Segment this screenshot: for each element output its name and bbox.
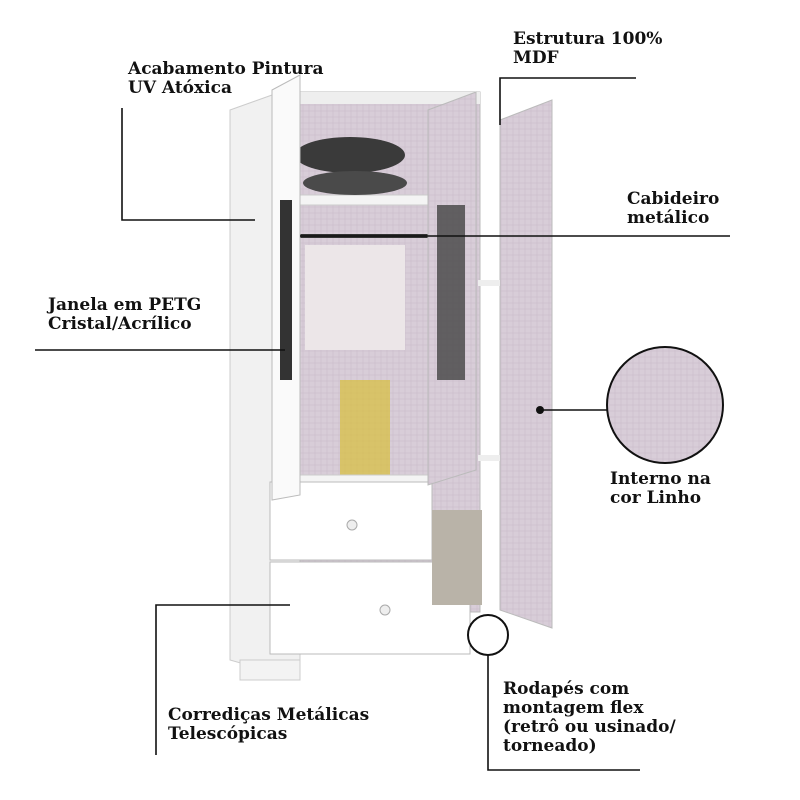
structure-label-line1: Estrutura 100% bbox=[513, 29, 663, 49]
interior-label-line2: cor Linho bbox=[610, 488, 702, 508]
baseboard-label: Rodapés com montagem flex (retrô ou usin… bbox=[503, 680, 676, 756]
window-label-line2: Cristal/Acrílico bbox=[48, 314, 192, 334]
hanger-label-line2: metálico bbox=[627, 208, 710, 228]
baseboard-label-line4: torneado) bbox=[503, 736, 597, 756]
finish-label: Acabamento Pintura UV Atóxica bbox=[128, 60, 324, 98]
window-label: Janela em PETG Cristal/Acrílico bbox=[48, 296, 201, 334]
finish-label-line2: UV Atóxica bbox=[128, 78, 232, 98]
baseboard-label-line3: (retrô ou usinado/ bbox=[503, 717, 676, 737]
slides-label: Corrediças Metálicas Telescópicas bbox=[168, 706, 369, 744]
leader-lines bbox=[35, 77, 730, 771]
interior-label-line1: Interno na bbox=[610, 469, 711, 489]
baseboard-label-line1: Rodapés com bbox=[503, 679, 630, 699]
interior-marker-dot bbox=[536, 406, 544, 414]
finish-label-line1: Acabamento Pintura bbox=[128, 59, 324, 79]
slides-label-line2: Telescópicas bbox=[168, 724, 288, 744]
hanger-label: Cabideiro metálico bbox=[627, 190, 719, 228]
hanger-label-line1: Cabideiro bbox=[627, 189, 720, 209]
linen-swatch bbox=[606, 346, 724, 464]
window-label-line1: Janela em PETG bbox=[48, 295, 202, 315]
structure-label: Estrutura 100% MDF bbox=[513, 30, 662, 68]
wardrobe bbox=[229, 74, 553, 681]
interior-label: Interno na cor Linho bbox=[610, 470, 711, 508]
slides-label-line1: Corrediças Metálicas bbox=[168, 705, 370, 725]
baseboard-label-line2: montagem flex bbox=[503, 698, 644, 718]
structure-label-line2: MDF bbox=[513, 48, 559, 68]
baseboard-zoom-circle bbox=[467, 614, 509, 656]
